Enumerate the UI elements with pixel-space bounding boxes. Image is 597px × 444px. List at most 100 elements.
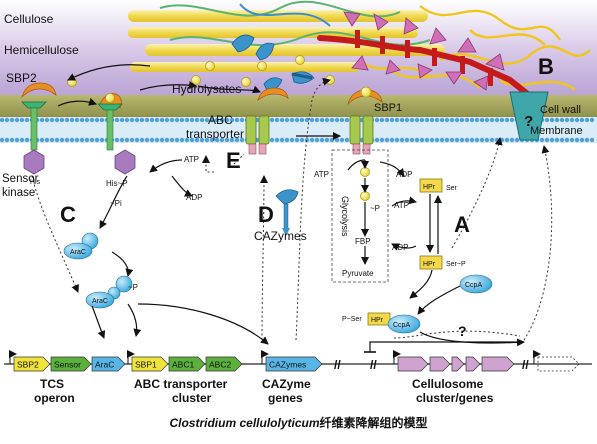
gene-sbp2: SBP2 bbox=[13, 356, 51, 372]
label-arac-p: ~P bbox=[128, 283, 138, 292]
glycolysis-box bbox=[331, 149, 389, 283]
label-cellulose: Cellulose bbox=[4, 12, 54, 26]
label-atp-kinase: ATP bbox=[184, 155, 199, 164]
label-sensor-1: Sensor bbox=[2, 173, 39, 185]
panel-letter-b: B bbox=[538, 54, 554, 79]
label-sugar-p: ~P bbox=[370, 204, 380, 213]
panel-letter-e: E bbox=[226, 148, 241, 173]
abc-transporter-e bbox=[245, 115, 270, 155]
group-tcs-1: TCS bbox=[40, 377, 64, 391]
ccpa-bound bbox=[387, 314, 421, 334]
gene-arac-label: AraC bbox=[95, 360, 114, 370]
label-fbp: FBP bbox=[355, 237, 371, 246]
label-ccpa-2: CcpA bbox=[393, 322, 410, 329]
group-abc-1: ABC transporter bbox=[134, 377, 228, 391]
label-anchor-question: ? bbox=[524, 113, 533, 130]
gene-abc2: ABC2 bbox=[205, 356, 243, 372]
label-pyruvate: Pyruvate bbox=[342, 269, 374, 278]
gene-sensor: Sensor bbox=[50, 356, 92, 372]
gene-sbp1: SBP1 bbox=[131, 356, 169, 372]
figure-caption: Clostridium cellulolyticum纤维素降解组的模型 bbox=[0, 414, 597, 431]
sugar-ball bbox=[205, 61, 215, 71]
sbp1-bound-sugar bbox=[360, 86, 372, 98]
genome-break-1: // bbox=[334, 358, 341, 372]
sensor-kinase-1 bbox=[21, 101, 47, 175]
gene-cellulosome-2 bbox=[429, 356, 451, 372]
caption-organism: Clostridium cellulolyticum bbox=[169, 416, 320, 430]
repression-line bbox=[369, 341, 520, 352]
gene-cellulosome-4 bbox=[465, 356, 481, 372]
label-his-p: His~P bbox=[106, 179, 128, 188]
promoter-arrow bbox=[393, 350, 401, 364]
cellulosome-complex bbox=[317, 11, 549, 141]
label-sbp1: SBP1 bbox=[374, 102, 402, 114]
gene-sbp1-label: SBP1 bbox=[135, 360, 157, 370]
abc-transporter-sbp1 bbox=[349, 115, 374, 155]
hpr-box-2 bbox=[419, 255, 443, 270]
label-sbp2: SBP2 bbox=[6, 71, 37, 85]
hpr-box-1 bbox=[419, 178, 443, 193]
dotted-arrows bbox=[31, 77, 553, 341]
label-atp-a: ATP bbox=[394, 201, 409, 210]
label-hpr-2: HPr bbox=[423, 261, 436, 268]
label-sensor-2: kinase bbox=[2, 187, 35, 199]
label-abc-1: ABC bbox=[208, 113, 233, 127]
label-membrane: Membrane bbox=[530, 125, 583, 137]
panel-letter-d: D bbox=[258, 202, 274, 227]
promoter-arrow bbox=[261, 350, 269, 364]
gene-sbp2-label: SBP2 bbox=[17, 360, 39, 370]
label-abc-2: transporter bbox=[186, 127, 244, 141]
gene-abc1: ABC1 bbox=[168, 356, 206, 372]
label-p-ser: P~Ser bbox=[342, 316, 362, 323]
sugar-ball bbox=[325, 75, 335, 85]
cazymes-icon bbox=[275, 189, 299, 236]
arac-phosphorylated bbox=[85, 275, 133, 309]
panel-letter-c: C bbox=[60, 202, 76, 227]
sugar-ball bbox=[257, 61, 267, 71]
sugar-ball bbox=[295, 55, 305, 65]
cell-wall-band bbox=[0, 95, 597, 117]
glycolysis-sugar-p bbox=[360, 191, 370, 201]
label-ser-p: Ser~P bbox=[446, 261, 466, 268]
label-arac-1: AraC bbox=[70, 249, 86, 256]
label-repression-question: ? bbox=[458, 323, 467, 339]
group-caz-2: genes bbox=[268, 391, 303, 405]
gene-sensor-label: Sensor bbox=[54, 360, 81, 370]
gene-track: SBP2 Sensor AraC SBP1 ABC1 ABC2 CAZymes bbox=[9, 350, 580, 372]
promoter-arrow bbox=[9, 350, 17, 364]
sbp2-protein bbox=[21, 82, 57, 99]
gene-cellulosome-3 bbox=[451, 356, 465, 372]
sbp-free-protein bbox=[257, 87, 289, 102]
group-cel-1: Cellulosome bbox=[412, 377, 484, 391]
gene-abc1-label: ABC1 bbox=[172, 360, 194, 370]
sbp1-protein bbox=[347, 89, 383, 106]
caption-text: 纤维素降解组的模型 bbox=[319, 416, 428, 430]
label-hpr-3: HPr bbox=[371, 317, 384, 324]
label-ser: Ser bbox=[446, 185, 458, 192]
gene-arac: AraC bbox=[91, 356, 126, 372]
label-adp-kinase: ADP bbox=[186, 193, 202, 202]
free-hydrolases bbox=[231, 34, 315, 93]
sensor-kinase-2 bbox=[97, 93, 136, 175]
group-caz-1: CAZyme bbox=[262, 377, 311, 391]
group-abc-2: cluster bbox=[172, 391, 212, 405]
promoter-arrow bbox=[533, 350, 541, 364]
label-glycolysis: Glycolysis bbox=[340, 196, 350, 237]
glycolysis-sugar bbox=[360, 167, 370, 177]
label-adp-a: ADP bbox=[392, 243, 408, 252]
gene-cellulosome-1 bbox=[397, 356, 429, 372]
label-cazymes: CAZymes bbox=[254, 229, 307, 243]
genome-break-2: // bbox=[370, 358, 377, 372]
gene-cazymes: CAZymes bbox=[265, 356, 323, 372]
panel-letter-a: A bbox=[454, 212, 470, 237]
promoter-arrow bbox=[127, 350, 135, 364]
label-hpr-1: HPr bbox=[423, 184, 436, 191]
arac-unphosphorylated bbox=[63, 232, 99, 260]
sugar-ball bbox=[241, 77, 251, 87]
group-cel-2: cluster/genes bbox=[416, 391, 494, 405]
label-hydrolysates: Hydrolysates bbox=[172, 82, 241, 96]
sugar-ball bbox=[67, 77, 77, 87]
label-atp-glyc: ATP bbox=[314, 170, 329, 179]
